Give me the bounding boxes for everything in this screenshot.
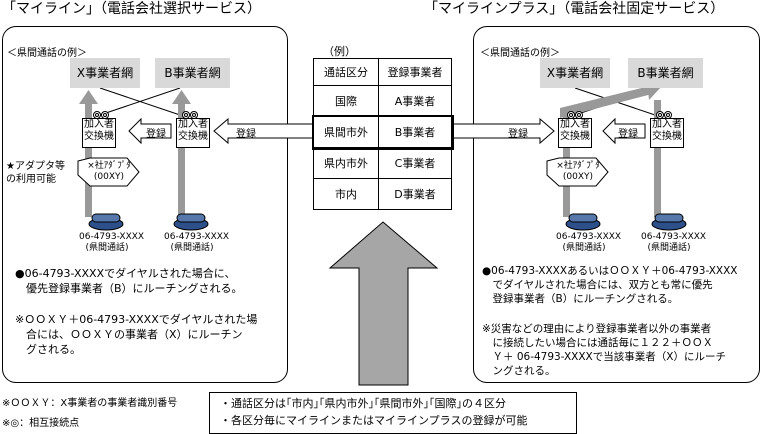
table-header-row: 通話区分 登録事業者 — [313, 58, 452, 86]
right-example-label: ＜県間通話の例＞ — [480, 48, 560, 59]
summary-line-1: ・通話区分は｢市内｣｢県内市外｣｢県間市外｣｢国際｣の４区分 — [220, 397, 506, 410]
table-cell: C事業者 — [378, 147, 452, 179]
right-exchange-2: 加入者 交換機 — [650, 118, 684, 148]
summary-box: ・通話区分は｢市内｣｢県内市外｣｢県間市外｣｢国際｣の４区分 ・各区分毎にマイラ… — [209, 392, 577, 434]
summary-line-2: ・各区分毎にマイラインまたはマイラインプラスの登録が可能 — [220, 414, 528, 427]
right-net-x: X事業者網 — [540, 58, 610, 88]
table-cell: 国際 — [313, 85, 379, 117]
left-net-b: B事業者網 — [155, 58, 230, 88]
left-phone-2-label: 06-4793-XXXX (県間通話) — [164, 232, 230, 253]
left-exchange-1: 加入者 交換機 — [82, 118, 116, 148]
footnote-oxy: ※ＯＯＸＹ：X事業者の事業者識別番号 — [2, 398, 178, 409]
left-desc-2: ※ＯＯＸＹ＋06-4793-XXXXでダイヤルされた場 合には、ＯＯＸＹの事業者… — [15, 313, 258, 356]
center-register-right: 登録 — [508, 129, 528, 140]
table-cell: A事業者 — [378, 85, 452, 117]
table-row: 県内市外 C事業者 — [313, 147, 452, 179]
registration-table: 通話区分 登録事業者 国際 A事業者 県間市外 B事業者 県内市外 C事業者 市… — [311, 58, 454, 210]
left-adapter: ×社ｱﾀﾞﾌﾟﾀ (00XY) — [87, 161, 131, 182]
left-example-label: ＜県間通話の例＞ — [7, 48, 87, 59]
center-example-label: （例） — [323, 45, 356, 58]
table-header-cell: 登録事業者 — [378, 58, 452, 86]
left-net-x: X事業者網 — [70, 58, 140, 88]
right-phone-1-label: 06-4793-XXXX (県間通話) — [556, 232, 622, 253]
table-header-cell: 通話区分 — [313, 58, 379, 86]
right-exchange-1: 加入者 交換機 — [558, 118, 592, 148]
right-net-b: B事業者網 — [628, 58, 703, 88]
table-cell: 市内 — [313, 178, 379, 210]
footnote-mutual: ※◎：相互接続点 — [2, 418, 80, 429]
table-row: 県間市外 B事業者 — [311, 114, 454, 150]
right-desc-2: ※災害などの理由により登録事業者以外の事業者 に接続したい場合には通話毎に１２２… — [482, 323, 726, 377]
left-panel — [2, 26, 288, 383]
right-adapter: ×社ｱﾀﾞﾌﾟﾀ (00XY) — [556, 161, 600, 182]
right-phone-2-label: 06-4793-XXXX (県間通話) — [641, 232, 707, 253]
table-cell: 県内市外 — [313, 147, 379, 179]
left-register-label: 登録 — [146, 129, 166, 140]
right-register-label: 登録 — [618, 129, 638, 140]
table-row: 国際 A事業者 — [313, 85, 452, 117]
right-panel — [473, 26, 760, 383]
left-title: 「マイライン」（電話会社選択サービス） — [2, 1, 261, 17]
right-desc-1: ●06-4793-XXXXあるいはＯＯＸＹ＋06-4793-XXXX でダイヤル… — [482, 265, 738, 305]
right-title: 「マイラインプラス」（電話会社固定サービス） — [424, 1, 725, 17]
left-exchange-2: 加入者 交換機 — [176, 118, 210, 148]
left-phone-1-label: 06-4793-XXXX (県間通話) — [79, 232, 145, 253]
table-row: 市内 D事業者 — [313, 178, 452, 210]
table-cell: 県間市外 — [313, 116, 379, 148]
table-cell: B事業者 — [378, 116, 452, 148]
table-cell: D事業者 — [378, 178, 452, 210]
center-register-left: 登録 — [236, 129, 256, 140]
left-desc-1: ●06-4793-XXXXでダイヤルされた場合に、 優先登録事業者（B）にルーチ… — [15, 267, 243, 295]
left-adapter-note: ★アダプタ等 の利用可能 — [6, 161, 65, 185]
